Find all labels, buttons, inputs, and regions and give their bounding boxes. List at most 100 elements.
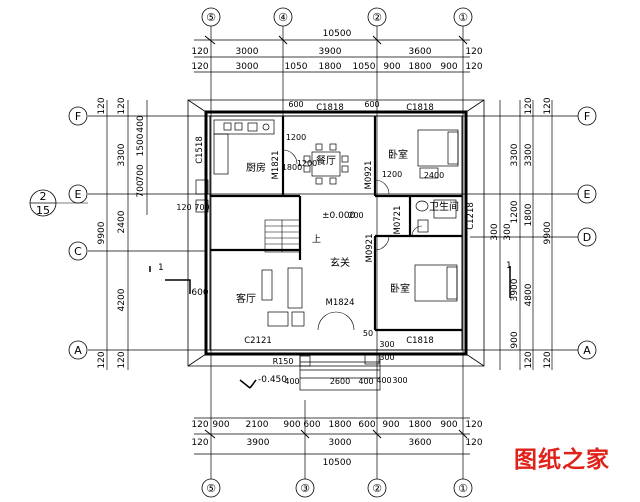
dim-top1-4: 120 bbox=[465, 47, 482, 57]
dim-top2-5: 900 bbox=[383, 62, 400, 72]
dim-r150: R150 bbox=[273, 357, 294, 366]
level-negative: -0.450 bbox=[258, 375, 287, 385]
dim-bot2-0: 120 bbox=[191, 438, 208, 448]
dim-misc-4: 600 bbox=[288, 100, 303, 109]
axis-right-a: A bbox=[583, 344, 591, 357]
door-m1824: M1824 bbox=[326, 298, 355, 308]
axis-right-d: D bbox=[583, 231, 591, 244]
dim-misc-7: 300 bbox=[379, 353, 394, 362]
room-living: 客厅 bbox=[236, 292, 256, 305]
watermark: 图纸之家 bbox=[514, 447, 610, 473]
dim-top2-6: 1800 bbox=[409, 62, 432, 72]
dim-left-inner-3: 4200 bbox=[117, 288, 127, 311]
dim-misc-2: 1200 bbox=[382, 170, 402, 179]
dim-right-inner-0: 120 bbox=[524, 97, 534, 114]
room-foyer: 玄关 bbox=[330, 256, 350, 269]
axis-left-a: A bbox=[74, 344, 82, 357]
dim-left-detail-3: 700 bbox=[136, 180, 146, 197]
dim-misc-1: 120 bbox=[176, 203, 191, 212]
window-c2121: C2121 bbox=[244, 336, 272, 346]
dim-bot1-0: 120 bbox=[191, 420, 208, 430]
dim-misc-9: 400 bbox=[376, 376, 391, 385]
dim-1200: 1200 bbox=[297, 159, 317, 168]
dim-left-detail-2: 700 bbox=[136, 164, 146, 181]
dim-bot1-1: 900 bbox=[212, 420, 229, 430]
dim-right-outer-1: 9900 bbox=[543, 221, 553, 244]
dim-bot2-2: 3000 bbox=[329, 438, 352, 448]
dim-2400: 2400 bbox=[424, 171, 444, 180]
dim-top1-3: 3600 bbox=[409, 47, 432, 57]
detail-number: 2 bbox=[40, 190, 47, 203]
dim-top1-0: 120 bbox=[191, 47, 208, 57]
axis-left-c: C bbox=[74, 245, 82, 258]
door-m0921-b: M0921 bbox=[365, 234, 375, 263]
section-mark-left: 1 bbox=[158, 263, 164, 273]
dim-left-inner-4: 120 bbox=[117, 351, 127, 368]
axis-top-5: ⑤ bbox=[206, 11, 216, 24]
dim-bot1-4: 600 bbox=[303, 420, 320, 430]
door-m0721: M0721 bbox=[393, 206, 403, 235]
window-c1518: C1518 bbox=[195, 136, 205, 164]
dim-right-inner-3: 4800 bbox=[524, 283, 534, 306]
dim-right-inner-1: 3300 bbox=[524, 143, 534, 166]
dim-bot1-10: 120 bbox=[465, 420, 482, 430]
dim-50: 50 bbox=[363, 329, 373, 338]
dim-right-inner-2: 1800 bbox=[524, 203, 534, 226]
axis-top-1: ① bbox=[458, 11, 468, 24]
dim-600: 600 bbox=[364, 100, 379, 109]
level-zero: ±0.000 bbox=[322, 211, 356, 221]
room-bathroom: 卫生间 bbox=[429, 200, 459, 213]
dim-right-detail-2: 300 bbox=[490, 223, 500, 240]
dim-misc-3: 1200 bbox=[286, 133, 306, 142]
dim-top-overall: 10500 bbox=[323, 29, 352, 39]
dim-misc-10: 2600 bbox=[330, 377, 350, 386]
dim-bot2-3: 3600 bbox=[409, 438, 432, 448]
dim-left-outer-1: 9900 bbox=[97, 221, 107, 244]
dim-right-outer-2: 120 bbox=[543, 351, 553, 368]
door-m1821: M1821 bbox=[271, 151, 281, 180]
dim-top2-4: 1050 bbox=[353, 62, 376, 72]
dim-misc-6: 300 bbox=[379, 340, 394, 349]
section-mark-right: 1 bbox=[506, 261, 512, 271]
dim-1800: 1800 bbox=[282, 163, 302, 172]
dim-bot1-2: 2100 bbox=[246, 420, 269, 430]
axis-right-e: E bbox=[584, 188, 591, 201]
axis-right-f: F bbox=[584, 110, 590, 123]
dim-left-detail-4: 600 bbox=[191, 288, 208, 298]
dim-left-detail-0: 400 bbox=[136, 115, 146, 132]
window-c1818-b: C1818 bbox=[406, 103, 434, 113]
dim-top2-0: 120 bbox=[191, 62, 208, 72]
dim-right-detail-1: 1200 bbox=[510, 200, 520, 223]
dim-bot1-8: 1800 bbox=[409, 420, 432, 430]
dim-misc-8: 300 bbox=[392, 376, 407, 385]
dim-left-inner-1: 3300 bbox=[117, 143, 127, 166]
dim-200: 200 bbox=[348, 211, 363, 220]
dim-bot2-1: 3900 bbox=[247, 438, 270, 448]
dim-right-detail-0: 3300 bbox=[510, 143, 520, 166]
dim-misc-11: 400 bbox=[358, 377, 373, 386]
dim-left-inner-2: 2400 bbox=[117, 210, 127, 233]
room-bedroom-top: 卧室 bbox=[388, 148, 408, 161]
axis-bottom-3: ③ bbox=[300, 482, 310, 495]
dim-left-outer-0: 120 bbox=[97, 97, 107, 114]
dim-top2-3: 1800 bbox=[319, 62, 342, 72]
axis-bottom-2: ② bbox=[372, 482, 382, 495]
dim-bot1-7: 900 bbox=[382, 420, 399, 430]
door-m0921-a: M0921 bbox=[364, 161, 374, 190]
axis-left-f: F bbox=[75, 110, 81, 123]
detail-sheet: 15 bbox=[36, 204, 50, 217]
dim-right-inner-4: 120 bbox=[524, 351, 534, 368]
axis-bottom-5: ⑤ bbox=[206, 482, 216, 495]
dim-left-outer-2: 120 bbox=[97, 351, 107, 368]
dim-bot1-5: 1800 bbox=[329, 420, 352, 430]
window-c1818-a: C1818 bbox=[316, 103, 344, 113]
dim-bot1-3: 900 bbox=[283, 420, 300, 430]
dim-misc-5: 400 bbox=[284, 377, 299, 386]
dim-right-outer-0: 120 bbox=[543, 97, 553, 114]
dim-bot1-9: 900 bbox=[440, 420, 457, 430]
window-c1218: C1218 bbox=[466, 202, 476, 230]
dim-right-detail-3: 300 bbox=[503, 223, 513, 240]
window-c1818-c: C1818 bbox=[406, 336, 434, 346]
dim-top2-1: 3000 bbox=[236, 62, 259, 72]
